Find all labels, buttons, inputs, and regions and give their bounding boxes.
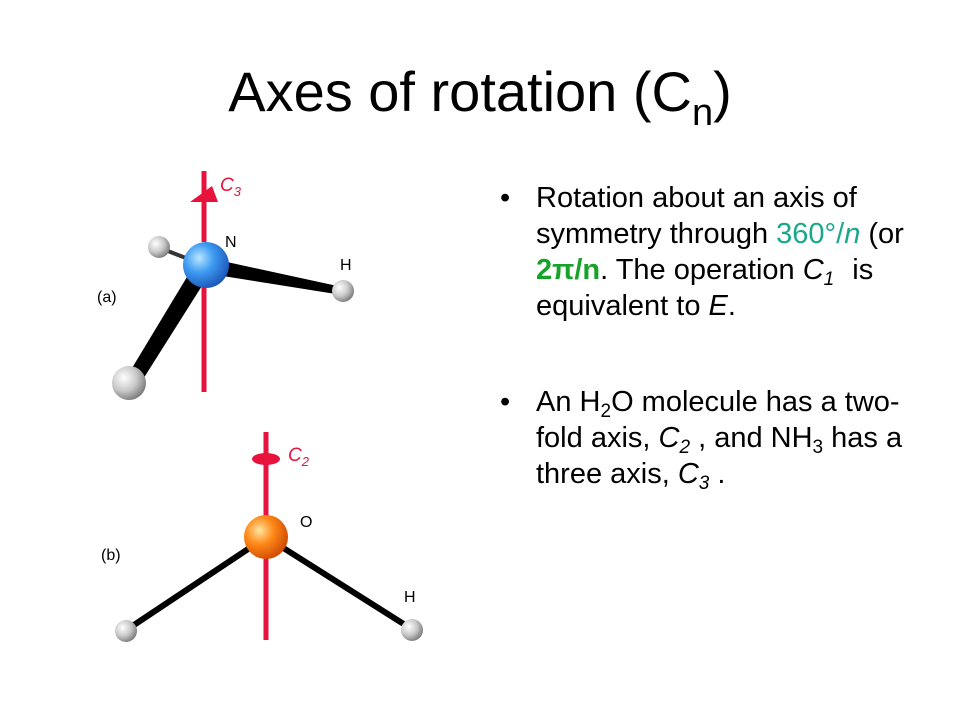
h-atom-back	[148, 236, 170, 258]
h-atom-label-b: H	[404, 589, 416, 606]
operation-c2: C2	[658, 422, 691, 458]
n-atom	[183, 242, 229, 288]
o-h-bond-left	[126, 534, 268, 632]
h-atom-right	[332, 280, 354, 302]
panel-label-a: (a)	[97, 289, 117, 306]
bullet-marker: •	[500, 386, 511, 418]
identity-e: E	[708, 290, 728, 322]
radian-text: 2π/n	[536, 254, 601, 286]
c2-axis-label: C2	[288, 445, 310, 469]
o-h-bond-right	[264, 534, 412, 631]
c2-symbol-ellipse	[252, 453, 280, 465]
bullet-list: • Rotation about an axis of symmetry thr…	[500, 180, 940, 494]
angle-text: 360°/n	[776, 218, 861, 250]
title-subscript: n	[691, 92, 714, 134]
c3-axis-label: C3	[220, 175, 242, 199]
operation-c1: C1	[802, 254, 835, 290]
operation-c3: C3	[677, 458, 710, 494]
h-atom-left	[115, 620, 137, 642]
nh3-diagram: C3 N H (a)	[97, 171, 354, 400]
o-atom-label: O	[300, 514, 312, 531]
h-atom-lower	[112, 366, 146, 400]
h-atom-label-a: H	[340, 257, 352, 274]
o-atom	[244, 515, 288, 559]
n-h-bond-right	[204, 257, 342, 295]
c3-symbol-triangle	[190, 186, 218, 202]
slide-title: Axes of rotation (Cn)	[0, 58, 960, 132]
n-h-bond-lower	[126, 262, 212, 384]
h-atom-right-b	[401, 619, 423, 641]
panel-label-b: (b)	[101, 547, 121, 564]
h2o-diagram: C2 O H (b)	[101, 432, 423, 642]
bullet-item-examples: • An H2O molecule has a two-fold axis, C…	[500, 386, 903, 494]
n-atom-label: N	[225, 234, 237, 251]
bullet-item-rotation: • Rotation about an axis of symmetry thr…	[500, 182, 904, 322]
title-text: Axes of rotation (C	[228, 60, 692, 123]
title-close: )	[713, 60, 732, 123]
bullet-marker: •	[500, 182, 511, 214]
